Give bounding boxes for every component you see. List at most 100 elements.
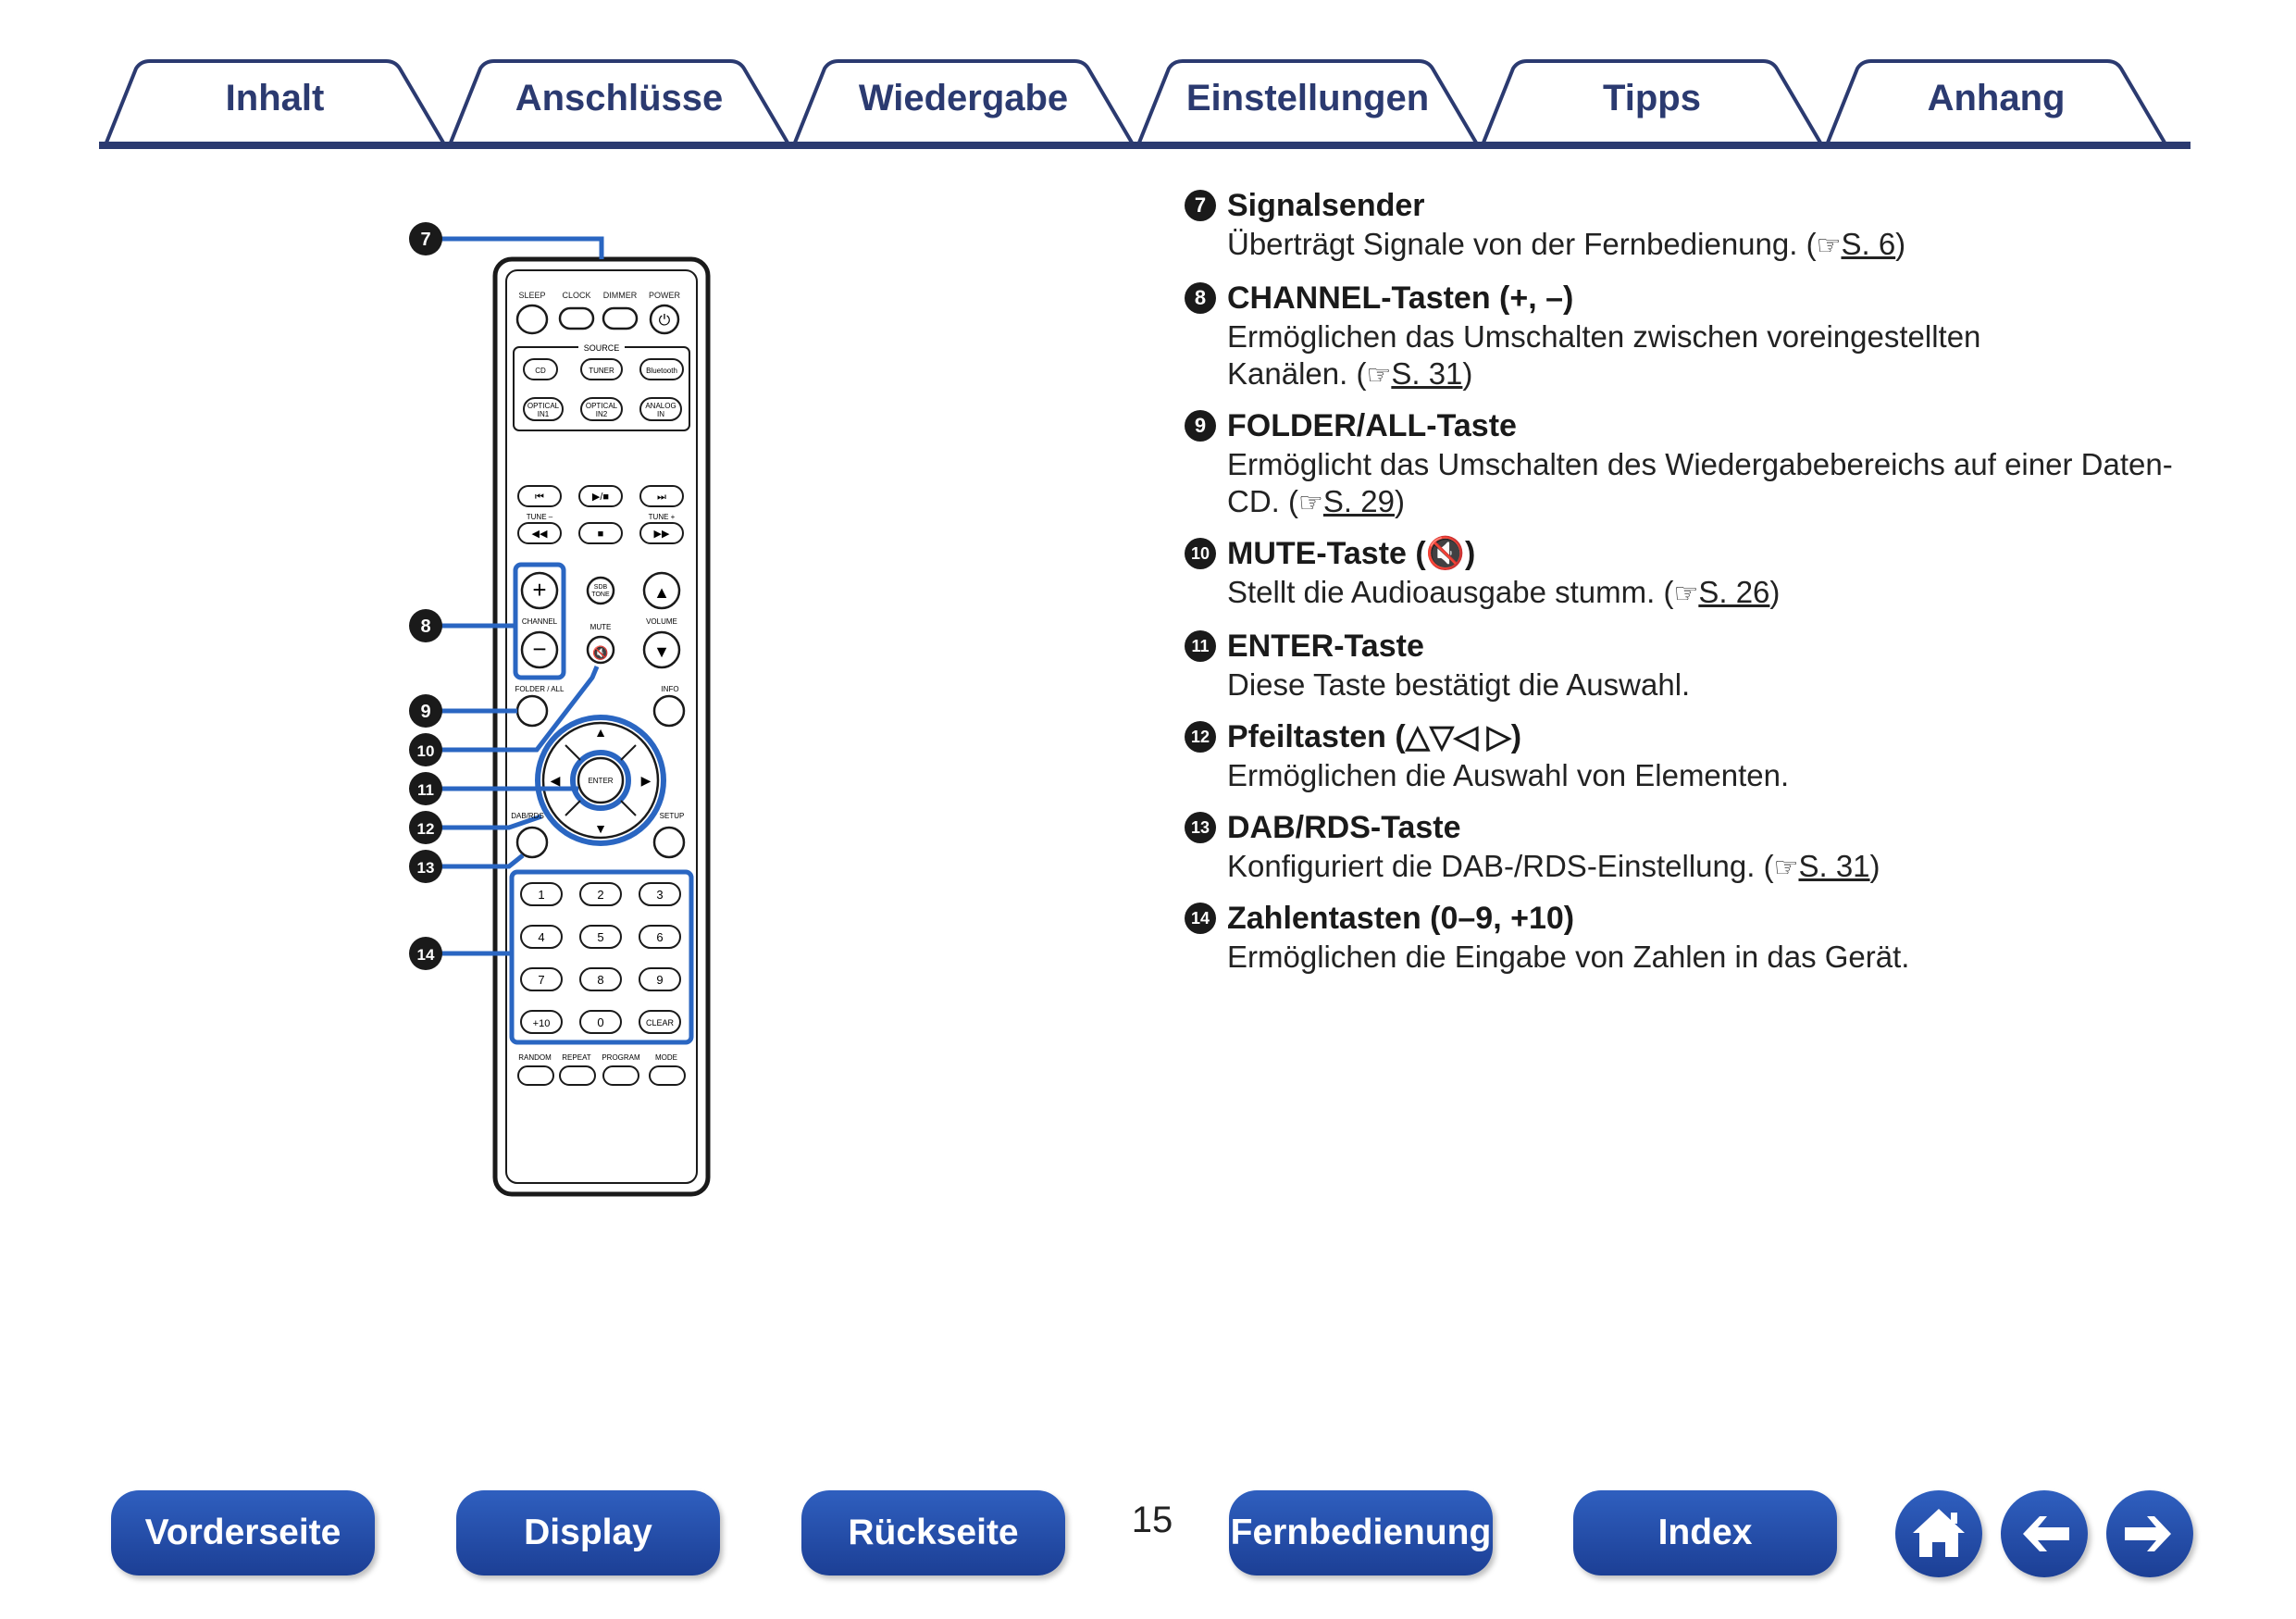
tune-plus-button[interactable] (639, 522, 684, 544)
nav-rueckseite-button[interactable]: Rückseite (801, 1490, 1065, 1575)
nav-vorderseite-button[interactable]: Vorderseite (111, 1490, 375, 1575)
item-title: ENTER-Taste (1227, 628, 1424, 664)
label-sleep: SLEEP (518, 291, 545, 300)
skip-forward-button[interactable] (639, 485, 684, 507)
callout-badge-14 (409, 937, 442, 970)
ref-close: ) (1869, 849, 1880, 883)
optical-in2-button[interactable] (580, 397, 623, 421)
power-icon: ⏻ (659, 313, 671, 329)
callout-line-13 (426, 853, 525, 869)
cd-button[interactable] (523, 358, 558, 380)
remote-svg: SLEEP CLOCK DIMMER POWER ⏻ SOURCE CD TUN… (409, 222, 711, 1197)
arrow-right-icon (2125, 1516, 2171, 1551)
sdb-tone-button[interactable] (586, 576, 615, 605)
page-ref-link[interactable]: S. 26 (1698, 575, 1770, 609)
hand-pointer-icon: ☞ (1366, 360, 1392, 391)
item-text: Ermöglichen die Auswahl von Elementen. (1227, 758, 1790, 792)
channel-plus-button[interactable] (520, 571, 559, 610)
info-button[interactable] (652, 694, 686, 728)
forward-button[interactable] (2106, 1490, 2193, 1577)
item-title: Signalsender (1227, 187, 1425, 223)
number-8-button[interactable] (579, 967, 622, 991)
skip-back-button[interactable] (517, 485, 562, 507)
callout-badge-8 (409, 609, 442, 642)
item-title: Zahlentasten (0–9, +10) (1227, 900, 1575, 936)
label-num-1: 1 (538, 888, 544, 902)
optical-in1-button[interactable] (523, 397, 564, 421)
rewind-icon: ◀◀ (532, 529, 548, 540)
repeat-button[interactable] (559, 1065, 596, 1086)
callout-line-12 (426, 814, 542, 830)
sleep-button[interactable] (515, 304, 549, 335)
mode-button[interactable] (649, 1065, 686, 1086)
label-num-2: 2 (597, 888, 603, 902)
remote-illustration: SLEEP CLOCK DIMMER POWER ⏻ SOURCE CD TUN… (389, 204, 759, 1208)
nav-display-button[interactable]: Display (456, 1490, 720, 1575)
item-text: Konfiguriert die DAB-/RDS-Einstellung. ( (1227, 849, 1774, 883)
number-2-button[interactable] (579, 882, 622, 906)
arrow-left-icon: ◀ (551, 773, 561, 788)
channel-minus-button[interactable] (520, 630, 559, 669)
label-cd: CD (535, 367, 546, 375)
number-0-button[interactable] (579, 1010, 622, 1034)
callout-num-14: 14 (417, 946, 435, 964)
callout-badge-7 (409, 222, 442, 255)
clear-button[interactable] (639, 1010, 681, 1034)
tuner-button[interactable] (580, 358, 623, 380)
play-pause-button[interactable] (578, 485, 623, 507)
item-number: 14 (1185, 903, 1216, 934)
number-4-button[interactable] (520, 925, 563, 949)
label-optical2-a: OPTICAL (586, 402, 618, 410)
random-button[interactable] (517, 1065, 554, 1086)
hand-pointer-icon: ☞ (1773, 853, 1799, 883)
tab-label-einstellungen: Einstellungen (1185, 78, 1430, 118)
source-label-bg (578, 342, 625, 352)
ref-close: ) (1895, 227, 1906, 261)
volume-down-button[interactable] (642, 630, 681, 669)
label-dab: DAB/RDS (511, 812, 544, 820)
home-button[interactable] (1895, 1490, 1982, 1577)
dimmer-button[interactable] (602, 306, 639, 330)
enter-button[interactable] (577, 756, 625, 804)
nav-fernbedienung-button[interactable]: Fernbedienung (1229, 1490, 1493, 1575)
folder-all-button[interactable] (515, 694, 549, 728)
nav-index-button[interactable]: Index (1573, 1490, 1837, 1575)
page-ref-link[interactable]: S. 31 (1798, 849, 1870, 883)
bluetooth-button[interactable] (639, 358, 684, 380)
dab-rds-button[interactable] (515, 826, 549, 859)
page-ref-link[interactable]: S. 6 (1841, 227, 1896, 261)
number-7-button[interactable] (520, 967, 563, 991)
hand-pointer-icon: ☞ (1816, 230, 1842, 261)
tune-minus-button[interactable] (517, 522, 562, 544)
clock-button[interactable] (558, 306, 595, 330)
volume-up-button[interactable] (642, 571, 681, 610)
label-tune-plus: TUNE + (649, 513, 676, 521)
number-plus10-button[interactable] (520, 1010, 563, 1034)
item-number: 7 (1185, 190, 1216, 221)
label-num-4: 4 (538, 930, 544, 944)
volume-down-icon: ▼ (653, 642, 670, 661)
number-3-button[interactable] (639, 882, 681, 906)
number-6-button[interactable] (639, 925, 681, 949)
power-button[interactable] (649, 304, 680, 335)
label-mute: MUTE (590, 623, 612, 631)
item-title: MUTE-Taste (🔇) (1227, 536, 1476, 571)
skip-back-icon: ⏮ (535, 492, 544, 503)
page-ref-link[interactable]: S. 31 (1391, 356, 1463, 391)
mute-button[interactable] (586, 635, 615, 665)
arrow-down-icon: ▼ (594, 821, 607, 836)
tab-outlines (105, 59, 2166, 144)
number-5-button[interactable] (579, 925, 622, 949)
page-ref-link[interactable]: S. 29 (1322, 484, 1395, 518)
number-9-button[interactable] (639, 967, 681, 991)
program-button[interactable] (602, 1065, 639, 1086)
analog-in-button[interactable] (639, 397, 682, 421)
setup-button[interactable] (652, 826, 686, 859)
item-number: 9 (1185, 410, 1216, 442)
back-button[interactable] (2001, 1490, 2088, 1577)
number-1-button[interactable] (520, 882, 563, 906)
stop-button[interactable] (578, 522, 623, 544)
